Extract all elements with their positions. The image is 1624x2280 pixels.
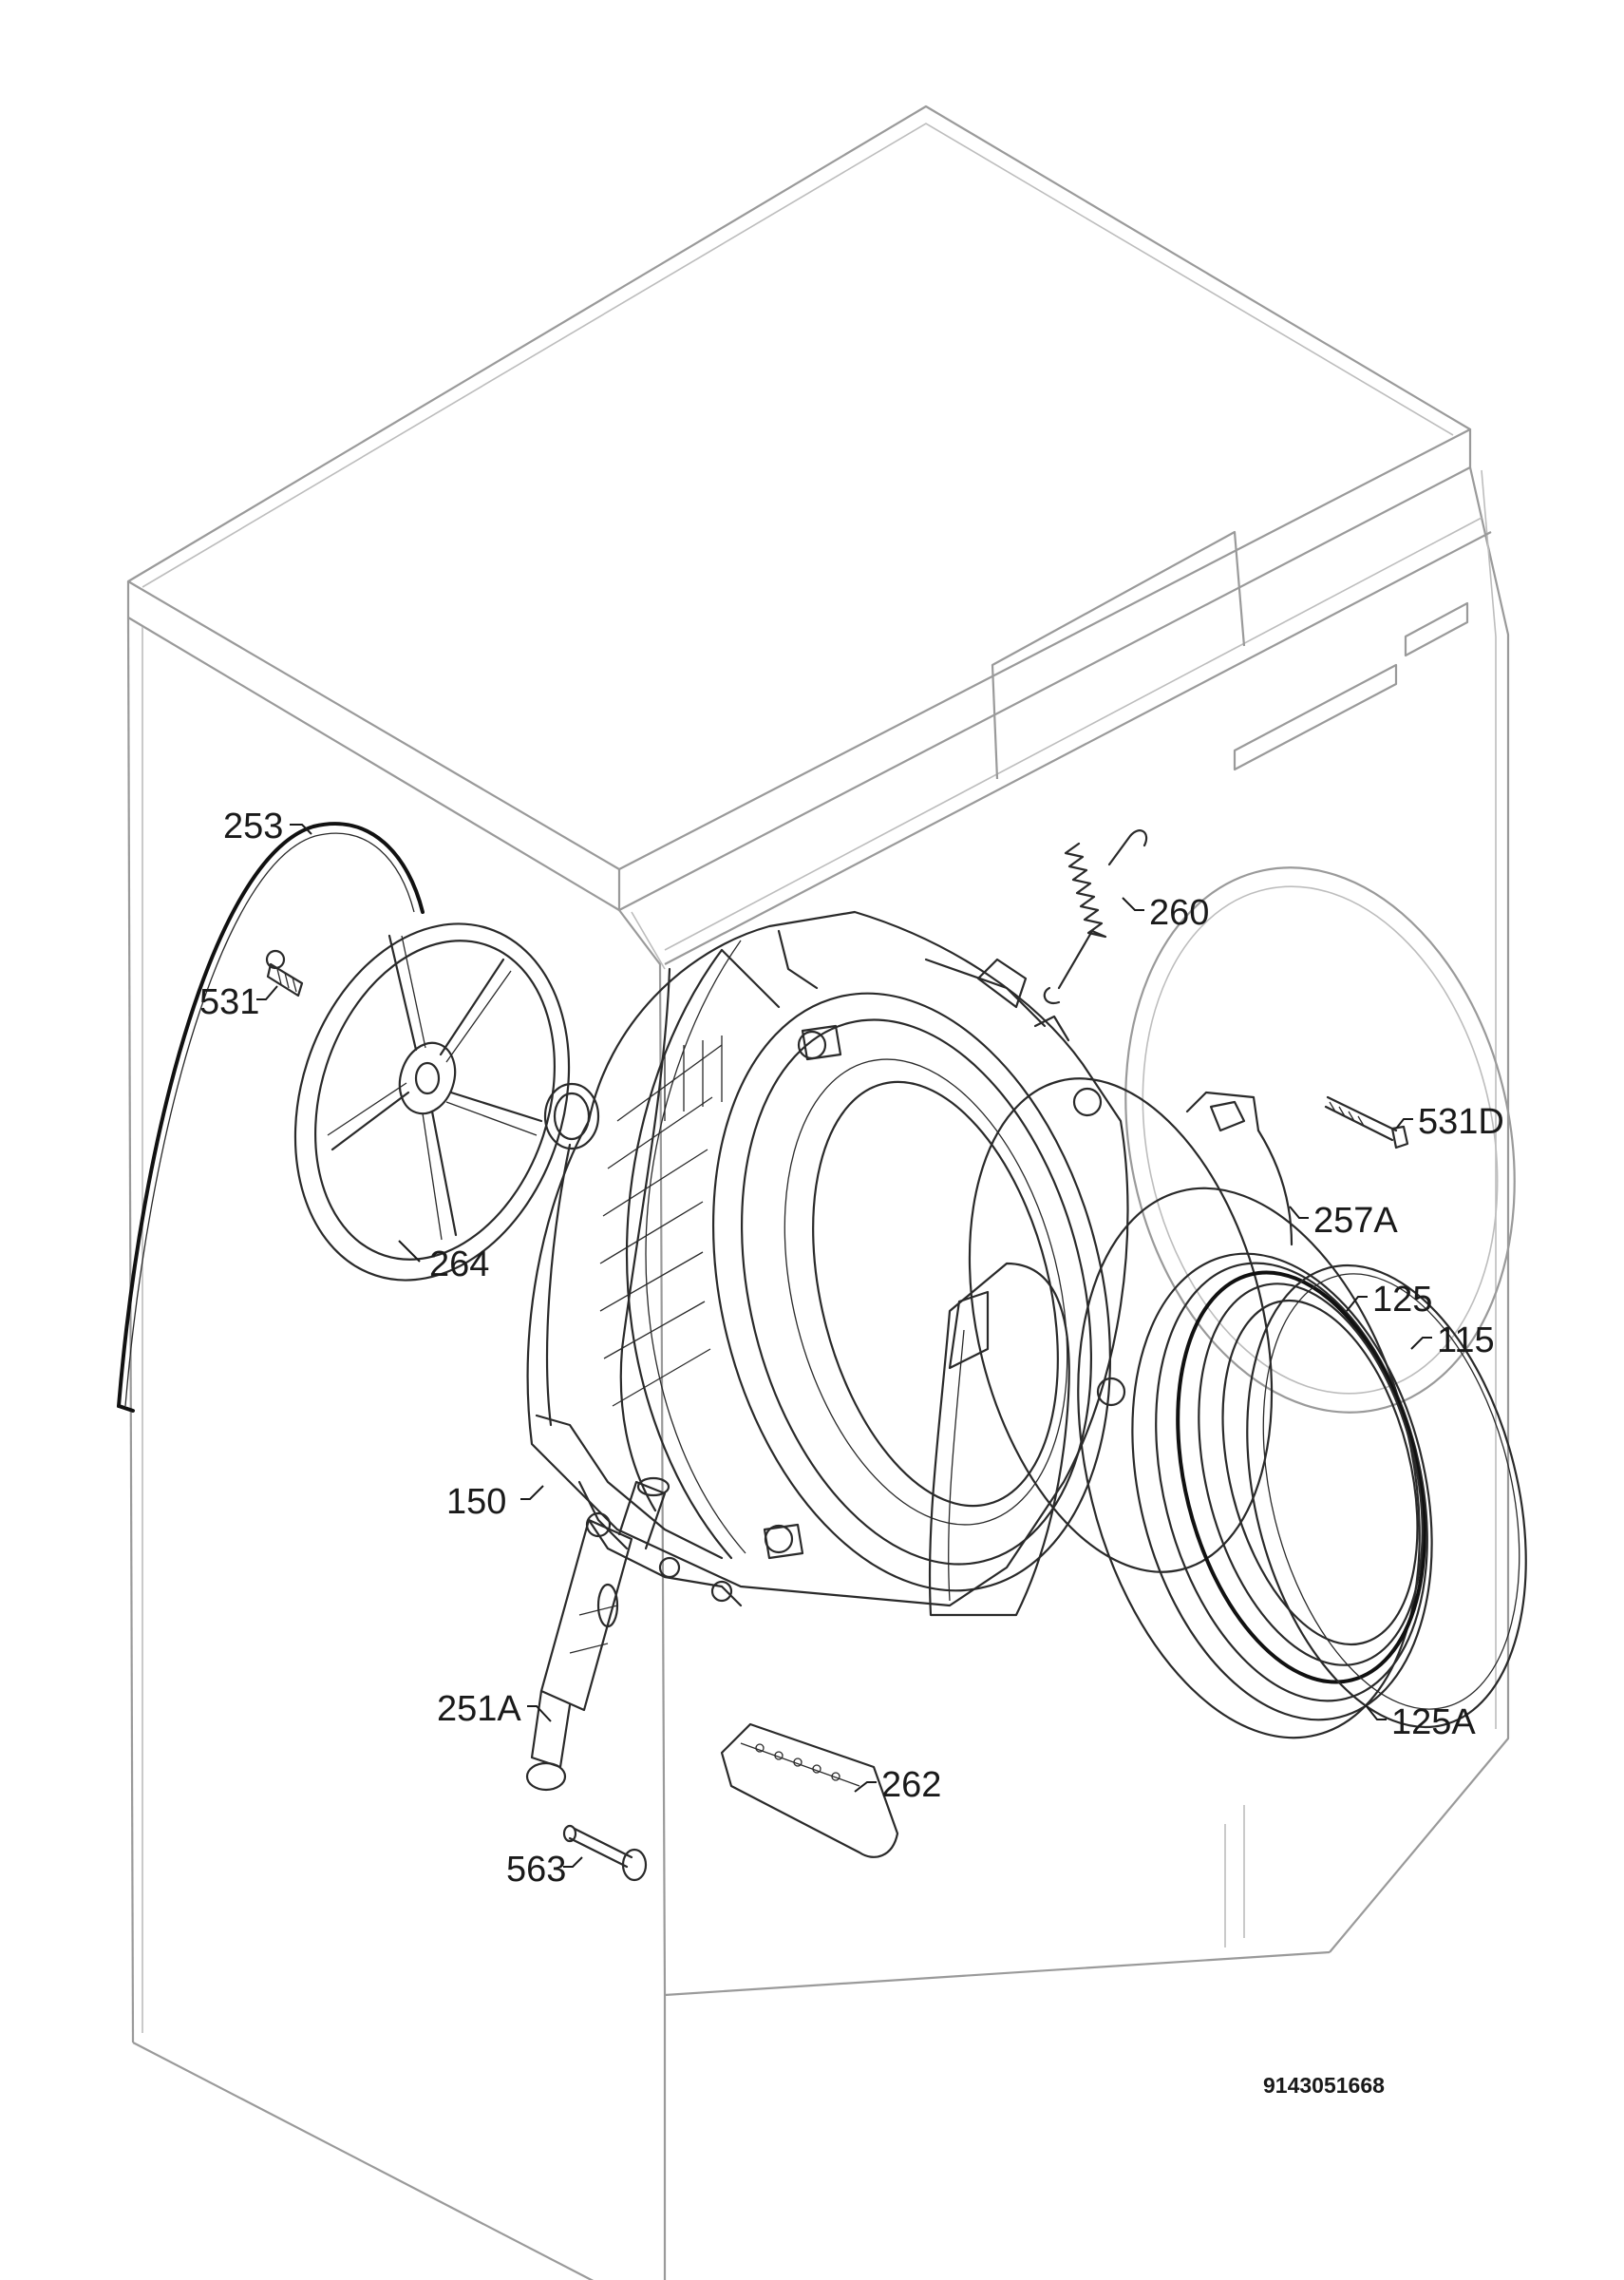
callout-115: 115 — [1437, 1320, 1495, 1360]
callout-labels: 253 531 264 260 531D 257A 125 115 150 25… — [199, 807, 1504, 1890]
callout-125: 125 — [1372, 1280, 1432, 1320]
callout-257A: 257A — [1313, 1201, 1398, 1241]
door-bolt — [1324, 1095, 1409, 1150]
document-number: 9143051668 — [1263, 2073, 1385, 2098]
callout-253: 253 — [223, 807, 283, 846]
shock-absorber — [525, 1476, 670, 1792]
front-clamp-ring — [1246, 1264, 1527, 1729]
tub-front-half — [968, 1077, 1294, 1573]
callout-150: 150 — [446, 1482, 506, 1522]
pulley-screw — [265, 949, 304, 998]
callout-264: 264 — [429, 1244, 489, 1284]
callout-262: 262 — [881, 1765, 941, 1805]
cabinet-outline — [126, 104, 1516, 2280]
callout-260: 260 — [1149, 893, 1209, 933]
leader-lines — [256, 824, 1432, 1868]
callout-251A: 251A — [437, 1689, 521, 1729]
suspension-spring — [1043, 829, 1148, 1005]
door-seal-gasket — [1131, 1252, 1433, 1721]
callout-125A: 125A — [1391, 1702, 1476, 1742]
callout-531D: 531D — [1418, 1102, 1504, 1142]
drive-belt — [117, 822, 425, 1413]
callout-563: 563 — [506, 1850, 566, 1890]
tub-rear-half — [526, 910, 1129, 1617]
shock-absorber-pin — [562, 1824, 648, 1882]
cover-bracket — [720, 1722, 899, 1858]
callout-531: 531 — [199, 982, 259, 1022]
